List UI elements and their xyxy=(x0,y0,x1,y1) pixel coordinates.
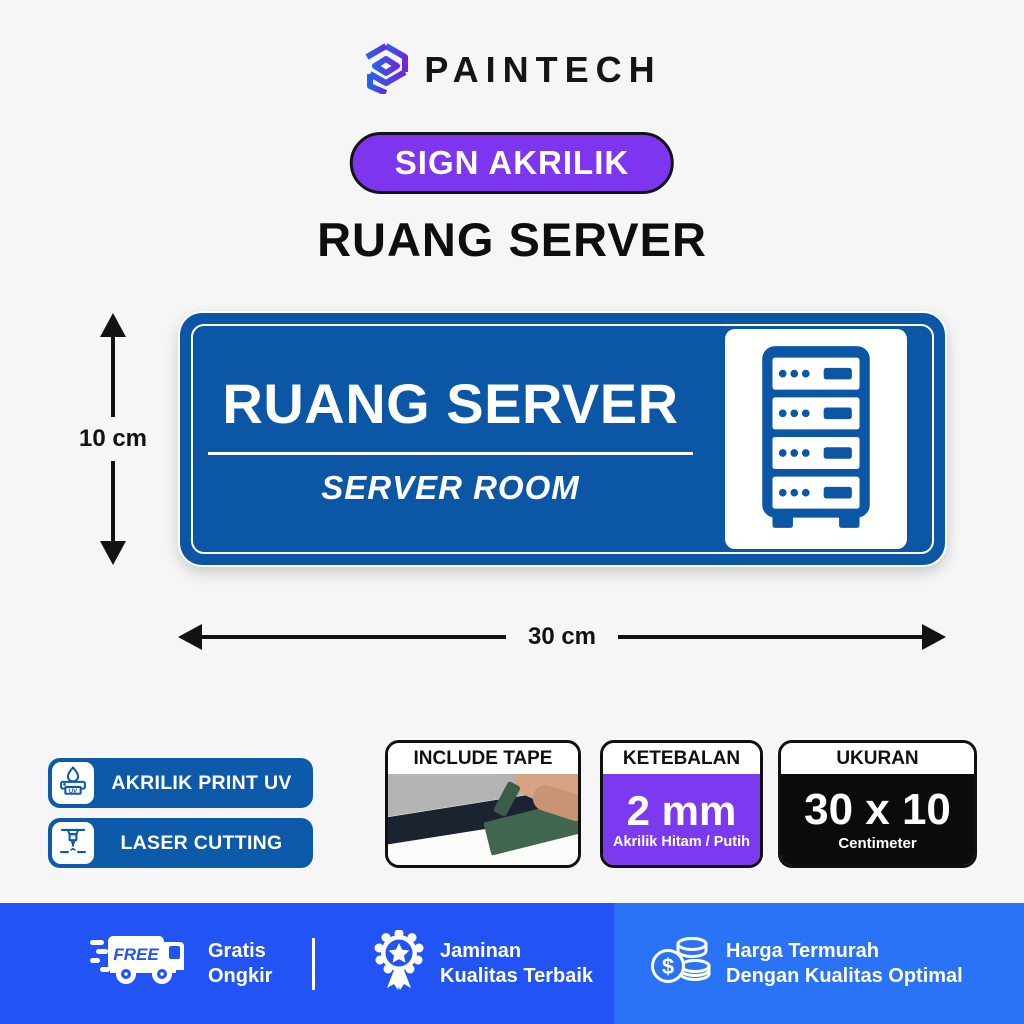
arrow-left-icon xyxy=(178,624,202,650)
feature-laser-cutting: LASER CUTTING xyxy=(48,818,313,868)
feature-akrilik-print-uv: UV AKRILIK PRINT UV xyxy=(48,758,313,808)
width-dimension: 30 cm xyxy=(178,618,946,656)
brand-name: PAINTECH xyxy=(424,49,662,90)
size-value: 30 x 10 xyxy=(804,784,951,834)
server-rack-icon xyxy=(752,341,880,538)
feature-label: AKRILIK PRINT UV xyxy=(111,771,292,794)
benefit-line1: Harga Termurah xyxy=(726,939,880,962)
sign-subtitle: SERVER ROOM xyxy=(321,469,580,506)
benefit-line1: Jaminan xyxy=(440,939,522,962)
benefit-quality-guarantee: Jaminan Kualitas Terbaik xyxy=(372,903,593,1024)
thickness-value: 2 mm xyxy=(626,786,737,834)
laser-cutter-icon xyxy=(56,824,90,863)
height-dimension: 10 cm xyxy=(78,313,148,565)
benefit-best-price: $ Harga Termurah Dengan Kualitas Optimal xyxy=(648,903,963,1024)
svg-text:UV: UV xyxy=(69,788,77,794)
size-note: Centimeter xyxy=(838,834,917,852)
benefit-line2: Ongkir xyxy=(208,964,273,987)
benefit-line1: Gratis xyxy=(208,939,266,962)
paintech-logo-icon xyxy=(362,42,410,99)
thickness-note: Akrilik Hitam / Putih xyxy=(613,833,750,850)
thickness-card: KETEBALAN 2 mm Akrilik Hitam / Putih xyxy=(600,740,763,868)
feature-list: UV AKRILIK PRINT UV xyxy=(48,758,313,878)
brand-header: PAINTECH xyxy=(0,40,1024,100)
height-dimension-label: 10 cm xyxy=(78,425,148,452)
benefit-free-shipping: FREE Gratis Ongkir xyxy=(88,903,272,1024)
width-dimension-label: 30 cm xyxy=(527,623,597,650)
benefits-footer: FREE Gratis Ongkir xyxy=(0,903,1024,1024)
sign-divider xyxy=(208,452,693,455)
arrow-right-icon xyxy=(922,624,946,650)
category-badge-label: SIGN AKRILIK xyxy=(394,144,630,181)
tape-photo xyxy=(388,774,578,865)
free-shipping-truck-icon: FREE xyxy=(88,930,194,997)
svg-text:$: $ xyxy=(662,954,674,979)
quality-badge-icon xyxy=(372,929,426,997)
thickness-header: KETEBALAN xyxy=(603,743,760,774)
sign-icon-panel xyxy=(725,329,907,549)
acrylic-sign-mockup: RUANG SERVER SERVER ROOM xyxy=(180,313,945,565)
size-card: UKURAN 30 x 10 Centimeter xyxy=(778,740,977,868)
benefit-line2: Dengan Kualitas Optimal xyxy=(726,964,963,987)
footer-divider xyxy=(312,938,315,990)
benefit-line2: Kualitas Terbaik xyxy=(440,964,594,987)
category-badge: SIGN AKRILIK xyxy=(349,132,675,194)
feature-label: LASER CUTTING xyxy=(120,831,283,854)
coins-icon: $ xyxy=(648,930,712,997)
include-tape-header: INCLUDE TAPE xyxy=(388,743,578,774)
arrow-down-icon xyxy=(100,541,126,565)
include-tape-card: INCLUDE TAPE xyxy=(385,740,581,868)
svg-text:FREE: FREE xyxy=(113,945,159,964)
arrow-up-icon xyxy=(100,313,126,337)
sign-title: RUANG SERVER xyxy=(222,372,679,435)
uv-printer-icon: UV xyxy=(56,764,90,803)
size-header: UKURAN xyxy=(781,743,974,774)
page-title: RUANG SERVER xyxy=(317,213,707,266)
